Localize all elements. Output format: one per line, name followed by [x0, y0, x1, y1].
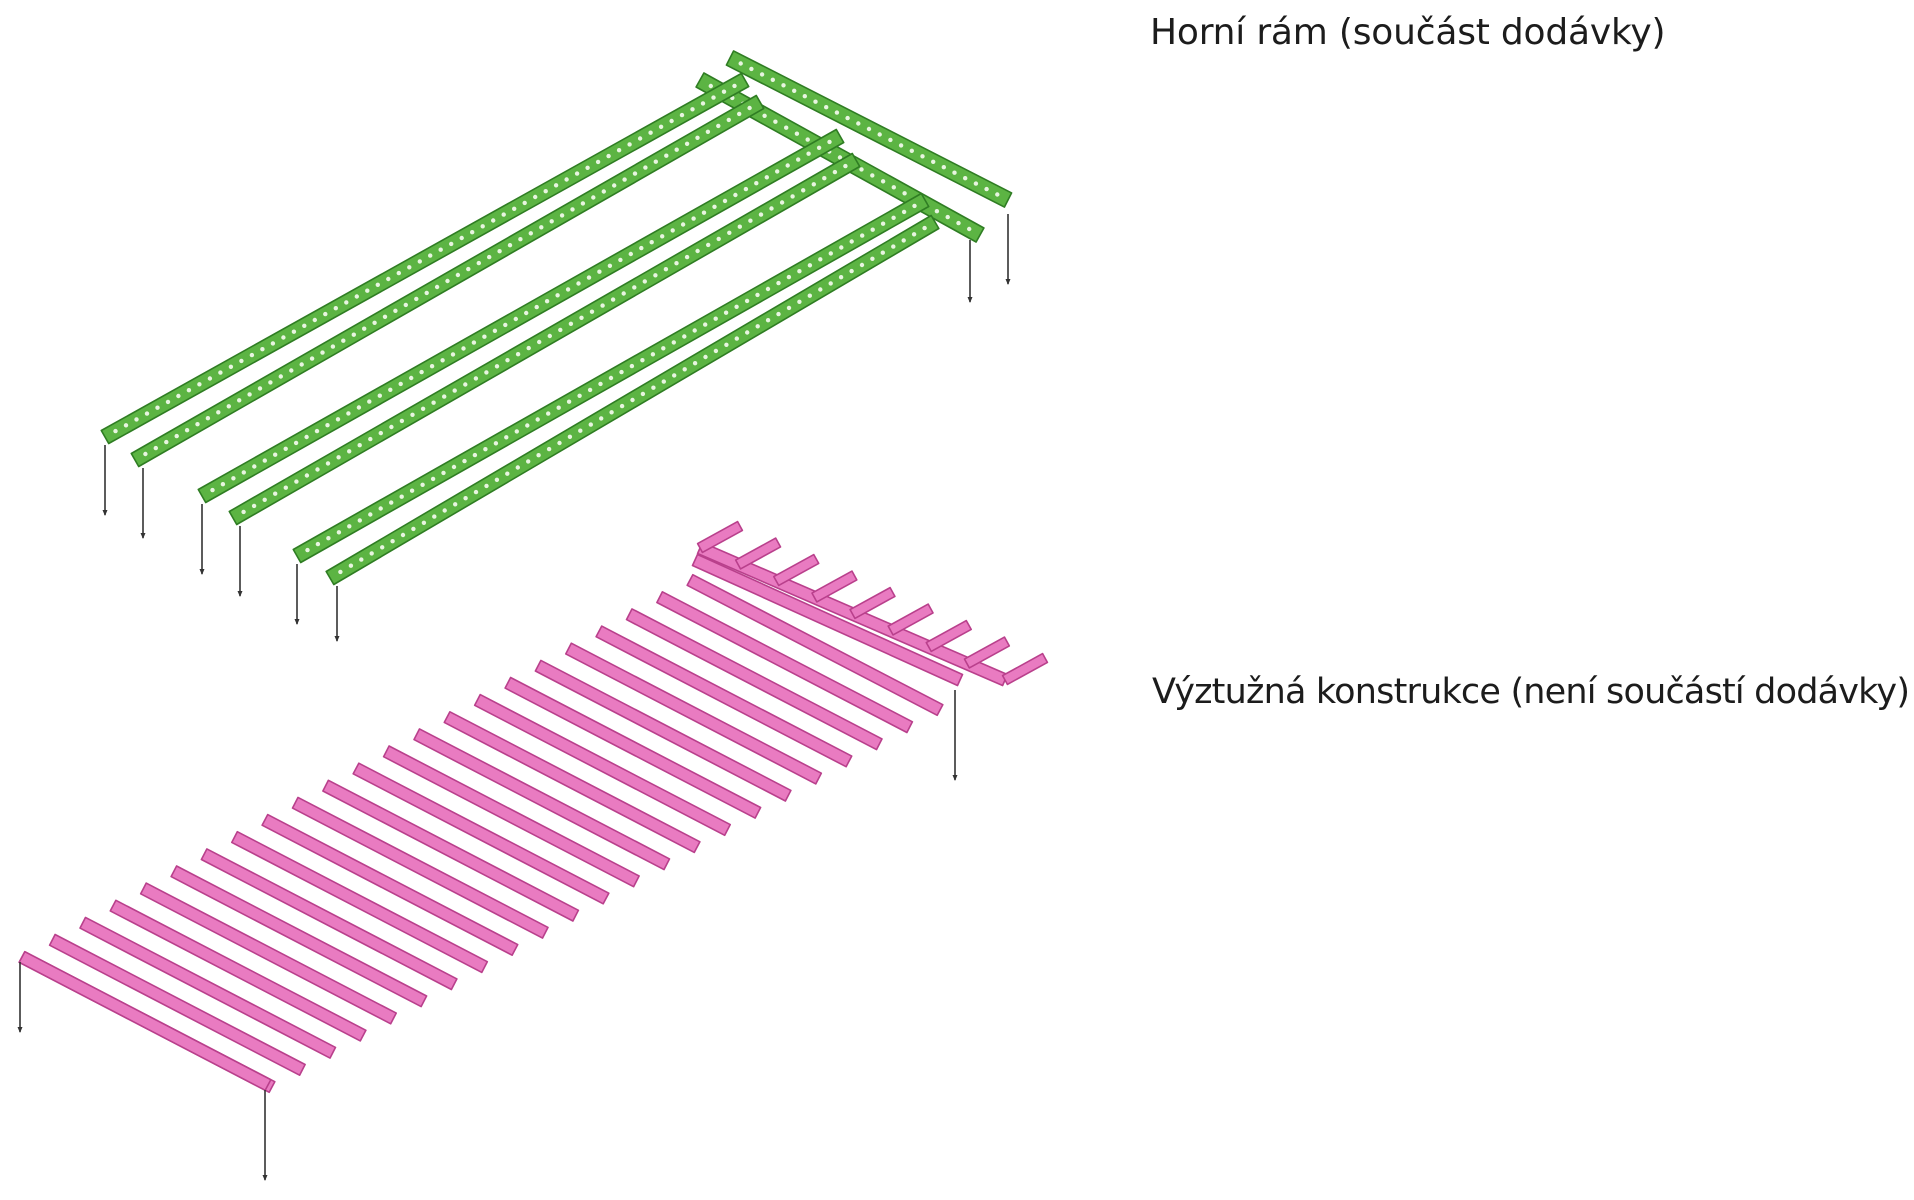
reinforcement-joist [170, 865, 428, 1008]
top-frame-illustration [100, 50, 1013, 642]
reinforcement-joist [504, 676, 762, 819]
reinforcement-joist [200, 848, 458, 991]
reinforcement-illustration [17, 520, 1049, 1181]
reinforcement-joist [48, 933, 306, 1076]
reinforcement-joist [352, 762, 610, 905]
reinforcement-joist [443, 710, 701, 854]
reinforcement-short-joist [734, 537, 782, 570]
reinforcement-short-joist [811, 570, 858, 603]
reinforcement-short-joist [887, 603, 934, 636]
reinforcement-joist [564, 642, 823, 785]
reinforcement-joist [291, 796, 549, 939]
reinforcement-edge-beam [691, 553, 964, 687]
rail-holes [241, 163, 848, 515]
reinforcement-joist [656, 590, 914, 734]
rail-holes [338, 225, 927, 575]
reinforcement-joist [109, 899, 367, 1042]
top-frame-rail [228, 152, 861, 526]
reinforcement-short-joist [849, 586, 896, 620]
reinforcement-joist [382, 745, 640, 888]
reinforcement-joist [322, 779, 580, 922]
rail-holes [305, 203, 917, 553]
rail-holes [143, 105, 752, 457]
rail-holes [210, 139, 832, 493]
reinforcement-joist [413, 728, 671, 871]
top-frame-rail [197, 128, 845, 504]
reinforcement-joist [686, 573, 944, 717]
reinforcement-joist [139, 882, 398, 1025]
reinforcement-edge-beam [18, 950, 272, 1092]
reinforcement-joist [625, 608, 883, 751]
reinforcement-joist [473, 693, 732, 837]
rail-holes [113, 83, 737, 434]
reinforcement-short-joist [963, 636, 1011, 669]
rail-holes [738, 61, 1000, 197]
reinforcement-joist [261, 813, 519, 957]
reinforcement-short-joist [925, 619, 973, 653]
reinforcement-label: Výztužná konstrukce (není součástí dodáv… [1152, 672, 1910, 712]
reinforcement-short-joist [696, 520, 744, 554]
top-frame-label: Horní rám (součást dodávky) [1150, 12, 1666, 53]
reinforcement-short-joist [772, 553, 820, 587]
reinforcement-joist [534, 659, 792, 802]
reinforcement-joist [231, 830, 489, 974]
reinforcement-joist [79, 916, 337, 1059]
reinforcement-joist [595, 625, 853, 768]
reinforcement-short-joist [1001, 652, 1049, 686]
